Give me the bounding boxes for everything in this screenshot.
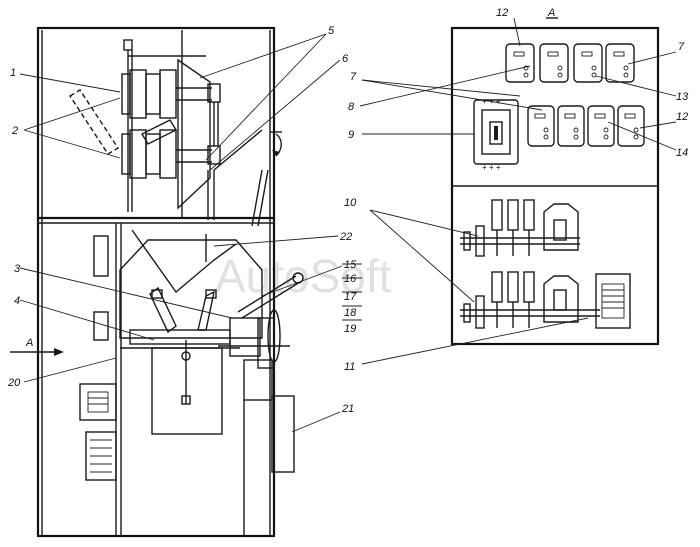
callout-5: 5 bbox=[328, 25, 335, 37]
callout-22: 22 bbox=[339, 231, 352, 243]
callout-2: 2 bbox=[11, 125, 18, 137]
callouts: 1 2 3 4 5 6 7 7 8 9 10 11 12 12 13 14 15… bbox=[7, 7, 689, 415]
callout-18: 18 bbox=[344, 307, 357, 319]
callout-7a: 7 bbox=[350, 71, 357, 83]
callout-6: 6 bbox=[342, 53, 349, 65]
callout-9: 9 bbox=[348, 129, 354, 141]
callout-17: 17 bbox=[344, 291, 357, 303]
disconnector-assembly bbox=[69, 39, 282, 220]
callout-12a: 12 bbox=[496, 7, 508, 19]
callout-8: 8 bbox=[348, 101, 355, 113]
view-label: A bbox=[547, 7, 555, 19]
callout-11: 11 bbox=[344, 361, 355, 373]
cabinet-frame bbox=[36, 26, 276, 538]
callout-4: 4 bbox=[14, 295, 20, 307]
meter-block: + + + + + + bbox=[473, 97, 519, 172]
callout-10: 10 bbox=[344, 197, 357, 209]
callout-7b: 7 bbox=[678, 41, 685, 53]
callout-19: 19 bbox=[344, 323, 356, 335]
contactor-row-2 bbox=[460, 271, 631, 329]
callout-12b: 12 bbox=[676, 111, 688, 123]
relay-row-top bbox=[505, 43, 635, 83]
callout-3: 3 bbox=[14, 263, 21, 275]
view-a-panel: A + + + bbox=[450, 7, 660, 346]
callout-14: 14 bbox=[676, 147, 688, 159]
callout-20: 20 bbox=[7, 377, 21, 389]
callout-1: 1 bbox=[10, 67, 16, 79]
contactor-row-1 bbox=[460, 199, 580, 257]
callout-15: 15 bbox=[344, 259, 357, 271]
arrow-label: A bbox=[25, 337, 33, 349]
view-arrow: A bbox=[10, 337, 64, 356]
callout-16: 16 bbox=[344, 273, 357, 285]
leader-lines bbox=[19, 17, 677, 433]
callout-13: 13 bbox=[676, 91, 689, 103]
relay-row-middle bbox=[527, 105, 645, 147]
callout-21: 21 bbox=[341, 403, 354, 415]
svg-text:+ + +: + + + bbox=[482, 163, 501, 172]
